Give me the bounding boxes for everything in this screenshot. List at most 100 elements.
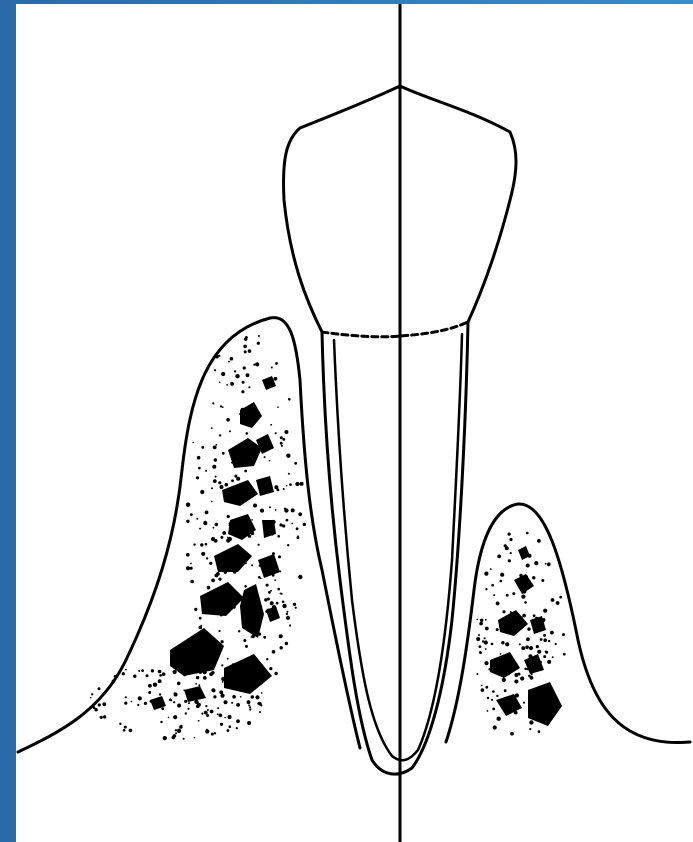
stipple-dot — [184, 700, 187, 703]
stipple-dot — [492, 708, 495, 711]
marrow-space — [240, 402, 262, 428]
stipple-dot — [224, 700, 228, 704]
stipple-dot — [213, 479, 217, 483]
bone-stipple — [90, 335, 566, 740]
stipple-dot — [188, 702, 190, 704]
stipple-dot — [91, 693, 93, 695]
stipple-dot — [274, 377, 278, 381]
marrow-space — [256, 476, 274, 496]
stipple-dot — [510, 552, 512, 554]
cemento-enamel-junction — [322, 322, 468, 337]
stipple-dot — [257, 342, 260, 345]
stipple-dot — [508, 533, 511, 536]
stipple-dot — [227, 729, 230, 732]
stipple-dot — [190, 513, 193, 516]
root-inner-canal — [334, 334, 462, 760]
stipple-dot — [247, 700, 251, 704]
marrow-space — [258, 554, 280, 578]
stipple-dot — [224, 717, 226, 719]
stipple-dot — [510, 732, 514, 736]
stipple-dot — [280, 442, 283, 445]
stipple-dot — [500, 653, 502, 655]
stipple-dot — [480, 619, 483, 622]
stipple-dot — [159, 674, 162, 677]
stipple-dot — [217, 713, 219, 715]
stipple-dot — [124, 702, 127, 705]
stipple-dot — [222, 531, 226, 535]
stipple-dot — [173, 715, 177, 719]
stipple-dot — [500, 573, 504, 577]
stipple-dot — [251, 636, 253, 638]
stipple-dot — [227, 515, 230, 518]
stipple-dot — [545, 651, 548, 654]
stipple-dot — [563, 653, 566, 656]
stipple-dot — [270, 590, 272, 592]
stipple-dot — [158, 670, 162, 674]
stipple-dot — [98, 703, 101, 706]
stipple-dot — [247, 721, 251, 725]
stipple-dot — [236, 719, 240, 723]
stipple-dot — [282, 601, 285, 604]
stipple-dot — [275, 509, 277, 511]
stipple-dot — [123, 729, 126, 732]
stipple-dot — [185, 712, 187, 714]
stipple-dot — [245, 645, 248, 648]
stipple-dot — [211, 579, 215, 583]
stipple-dot — [500, 580, 503, 583]
stipple-dot — [253, 504, 257, 508]
stipple-dot — [276, 602, 279, 605]
stipple-dot — [137, 704, 139, 706]
stipple-dot — [521, 646, 525, 650]
stipple-dot — [538, 730, 541, 733]
stipple-dot — [249, 708, 251, 710]
stipple-dot — [193, 543, 195, 545]
stipple-dot — [251, 695, 254, 698]
stipple-dot — [190, 580, 194, 584]
stipple-dot — [220, 536, 223, 539]
stipple-dot — [264, 456, 266, 458]
stipple-dot — [523, 702, 525, 704]
stipple-dot — [206, 729, 208, 731]
stipple-dot — [298, 575, 302, 579]
stipple-dot — [540, 638, 543, 641]
stipple-dot — [212, 465, 216, 469]
stipple-dot — [219, 434, 221, 436]
stipple-dot — [294, 462, 297, 465]
stipple-dot — [271, 367, 273, 369]
stipple-dot — [162, 672, 166, 676]
stipple-dot — [246, 432, 249, 435]
stipple-dot — [261, 692, 263, 694]
stipple-dot — [222, 452, 225, 455]
marrow-space — [262, 520, 276, 538]
stipple-dot — [251, 564, 253, 566]
stipple-dot — [205, 705, 207, 707]
stipple-dot — [205, 543, 208, 546]
stipple-dot — [220, 723, 223, 726]
stipple-dot — [235, 374, 239, 378]
stipple-dot — [479, 651, 482, 654]
stipple-dot — [298, 512, 302, 516]
stipple-dot — [559, 596, 562, 599]
stipple-dot — [293, 603, 296, 606]
stipple-dot — [159, 693, 161, 695]
stipple-dot — [514, 680, 518, 684]
stipple-dot — [485, 627, 487, 629]
stipple-dot — [508, 559, 511, 562]
stipple-dot — [548, 640, 550, 642]
stipple-dot — [484, 637, 486, 639]
marrow-space — [496, 694, 522, 716]
stipple-dot — [496, 695, 498, 697]
stipple-dot — [490, 568, 492, 570]
stipple-dot — [282, 438, 285, 441]
stipple-dot — [296, 527, 299, 530]
stipple-dot — [201, 446, 204, 449]
stipple-dot — [512, 592, 515, 595]
stipple-dot — [201, 552, 205, 556]
stipple-dot — [199, 617, 202, 620]
stipple-dot — [547, 660, 551, 664]
stipple-dot — [518, 673, 521, 676]
stipple-dot — [205, 511, 209, 515]
marrow-space — [528, 682, 562, 726]
stipple-dot — [158, 679, 162, 683]
stipple-dot — [221, 640, 224, 643]
